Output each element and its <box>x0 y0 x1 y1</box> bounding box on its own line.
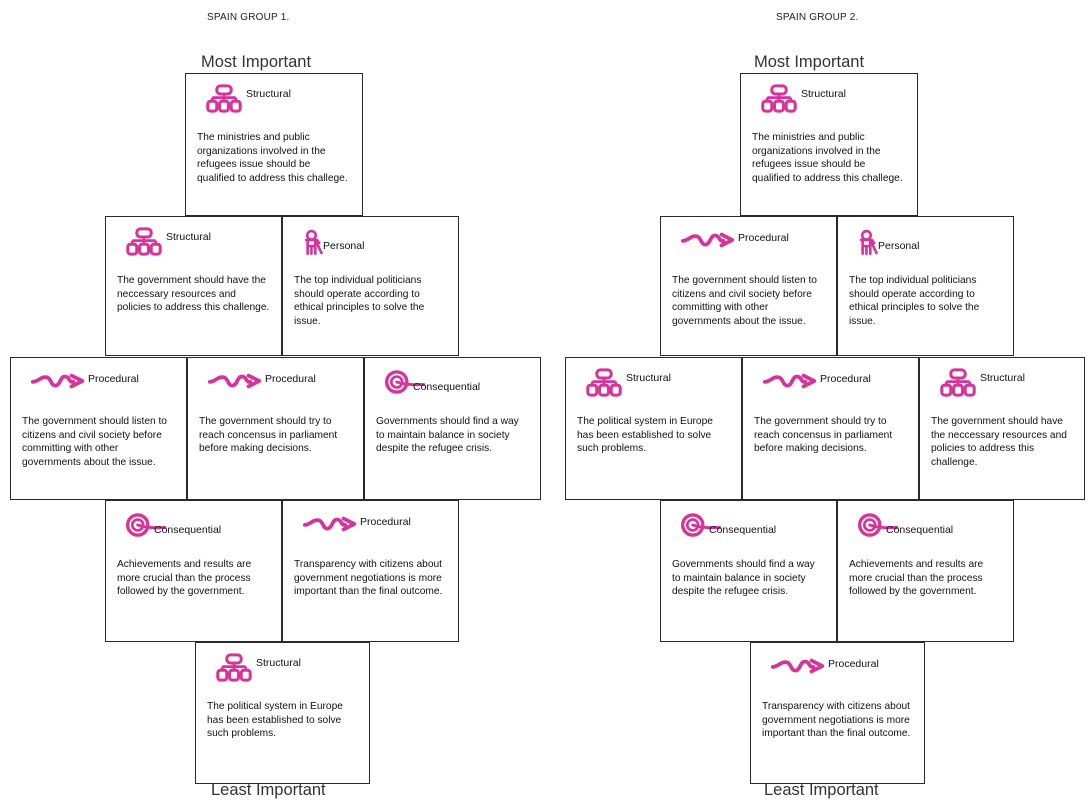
statement-text: The top individual politicians should op… <box>294 275 425 327</box>
statement-text: Achievements and results are more crucia… <box>849 559 984 598</box>
category-label: Consequential <box>886 524 954 536</box>
statement-text: The government should listen to citizens… <box>672 275 817 327</box>
structural-icon <box>761 84 797 118</box>
procedural-icon <box>31 372 85 395</box>
structural-icon <box>206 84 242 118</box>
statement-text: The government should listen to citizens… <box>22 416 167 468</box>
category-label: Procedural <box>360 516 411 528</box>
procedural-icon <box>763 372 817 395</box>
statement-text: The top individual politicians should op… <box>849 275 980 327</box>
procedural-icon <box>771 657 825 680</box>
structural-icon <box>126 227 162 261</box>
structural-icon <box>216 653 252 687</box>
category-label: Procedural <box>265 373 316 385</box>
statement-text: Governments should find a way to maintai… <box>376 416 519 455</box>
group-title: SPAIN GROUP 1. <box>207 12 290 23</box>
structural-icon <box>940 368 976 402</box>
category-label: Procedural <box>828 658 879 670</box>
statement-text: The government should have the neccessar… <box>117 275 270 314</box>
category-label: Structural <box>801 88 846 100</box>
most-important-label: Most Important <box>201 53 312 71</box>
category-label: Consequential <box>709 524 777 536</box>
statement-text: The ministries and public organizations … <box>197 132 348 184</box>
statement-text: The political system in Europe has been … <box>207 701 343 740</box>
category-label: Structural <box>166 231 211 243</box>
category-label: Procedural <box>88 373 139 385</box>
statement-text: The ministries and public organizations … <box>752 132 903 184</box>
least-important-label: Least Important <box>764 781 879 799</box>
category-label: Consequential <box>413 381 481 393</box>
statement-text: The political system in Europe has been … <box>577 416 713 455</box>
procedural-icon <box>303 515 357 538</box>
category-label: Structural <box>256 657 301 669</box>
category-label: Procedural <box>738 232 789 244</box>
statement-text: Achievements and results are more crucia… <box>117 559 252 598</box>
category-label: Personal <box>323 240 365 252</box>
statement-text: Governments should find a way to maintai… <box>672 559 815 598</box>
category-label: Structural <box>246 88 291 100</box>
category-label: Structural <box>626 372 671 384</box>
category-label: Consequential <box>154 524 222 536</box>
procedural-icon <box>681 231 735 254</box>
category-label: Personal <box>878 240 920 252</box>
statement-text: Transparency with citizens about governm… <box>294 559 443 598</box>
least-important-label: Least Important <box>211 781 326 799</box>
personal-icon <box>858 227 878 264</box>
statement-text: The government should try to reach conce… <box>199 416 338 455</box>
category-label: Procedural <box>820 373 871 385</box>
most-important-label: Most Important <box>754 53 865 71</box>
structural-icon <box>586 368 622 402</box>
procedural-icon <box>208 372 262 395</box>
statement-text: The government should try to reach conce… <box>754 416 893 455</box>
statement-text: Transparency with citizens about governm… <box>762 701 911 740</box>
personal-icon <box>303 227 323 264</box>
category-label: Structural <box>980 372 1025 384</box>
group-title: SPAIN GROUP 2. <box>776 12 859 23</box>
statement-text: The government should have the neccessar… <box>931 416 1067 468</box>
